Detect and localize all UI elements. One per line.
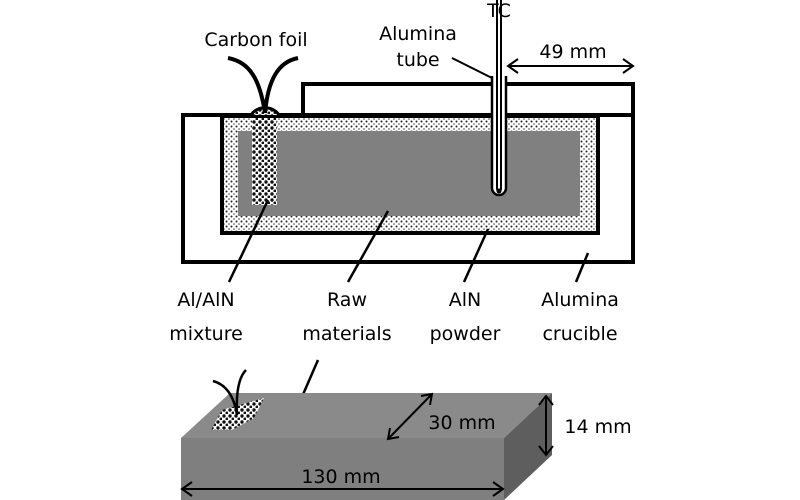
- crucible-lid: [301, 82, 635, 117]
- label-dim-30: 30 mm: [428, 412, 495, 434]
- carbon-foil-wire-left: [227, 56, 267, 114]
- label-carbon-foil: Carbon foil: [204, 29, 307, 51]
- label-dim-130: 130 mm: [301, 466, 380, 488]
- label-alumina-tube-1: Alumina: [379, 23, 457, 45]
- al-aln-mixture: [252, 118, 277, 205]
- label-dim-14: 14 mm: [564, 416, 631, 438]
- block-foil-wire-right: [235, 369, 247, 416]
- label-alumina-tube-2: tube: [396, 49, 439, 71]
- dim-30-arrow: [386, 392, 434, 441]
- label-tc: TC: [486, 0, 511, 22]
- tube-leader: [451, 57, 493, 79]
- block-front-face: [181, 438, 504, 500]
- label-crucible-1: Alumina: [541, 289, 619, 311]
- thermocouple: [496, 0, 502, 192]
- raw-materials: [238, 131, 580, 216]
- thermocouple-tip: [496, 188, 502, 194]
- dim-49-arrow: [506, 58, 635, 74]
- leader-aln: [462, 228, 490, 283]
- block-top-face: [181, 393, 552, 438]
- label-aln-1: AlN: [449, 289, 482, 311]
- label-al-aln-1: Al/AlN: [177, 289, 234, 311]
- label-aln-2: powder: [430, 323, 501, 345]
- label-dim-49: 49 mm: [539, 41, 606, 63]
- label-raw-2: materials: [302, 323, 391, 345]
- block-side-face: [504, 393, 552, 500]
- carbon-foil-wire-right: [263, 56, 299, 114]
- label-al-aln-2: mixture: [169, 323, 243, 345]
- leader-raw: [346, 210, 390, 283]
- dim-14-arrow: [538, 394, 554, 457]
- label-crucible-2: crucible: [542, 323, 617, 345]
- leader-al-aln: [227, 199, 270, 283]
- leader-crucible: [574, 252, 590, 283]
- label-raw-1: Raw: [327, 289, 367, 311]
- dim-130-arrow: [180, 481, 505, 497]
